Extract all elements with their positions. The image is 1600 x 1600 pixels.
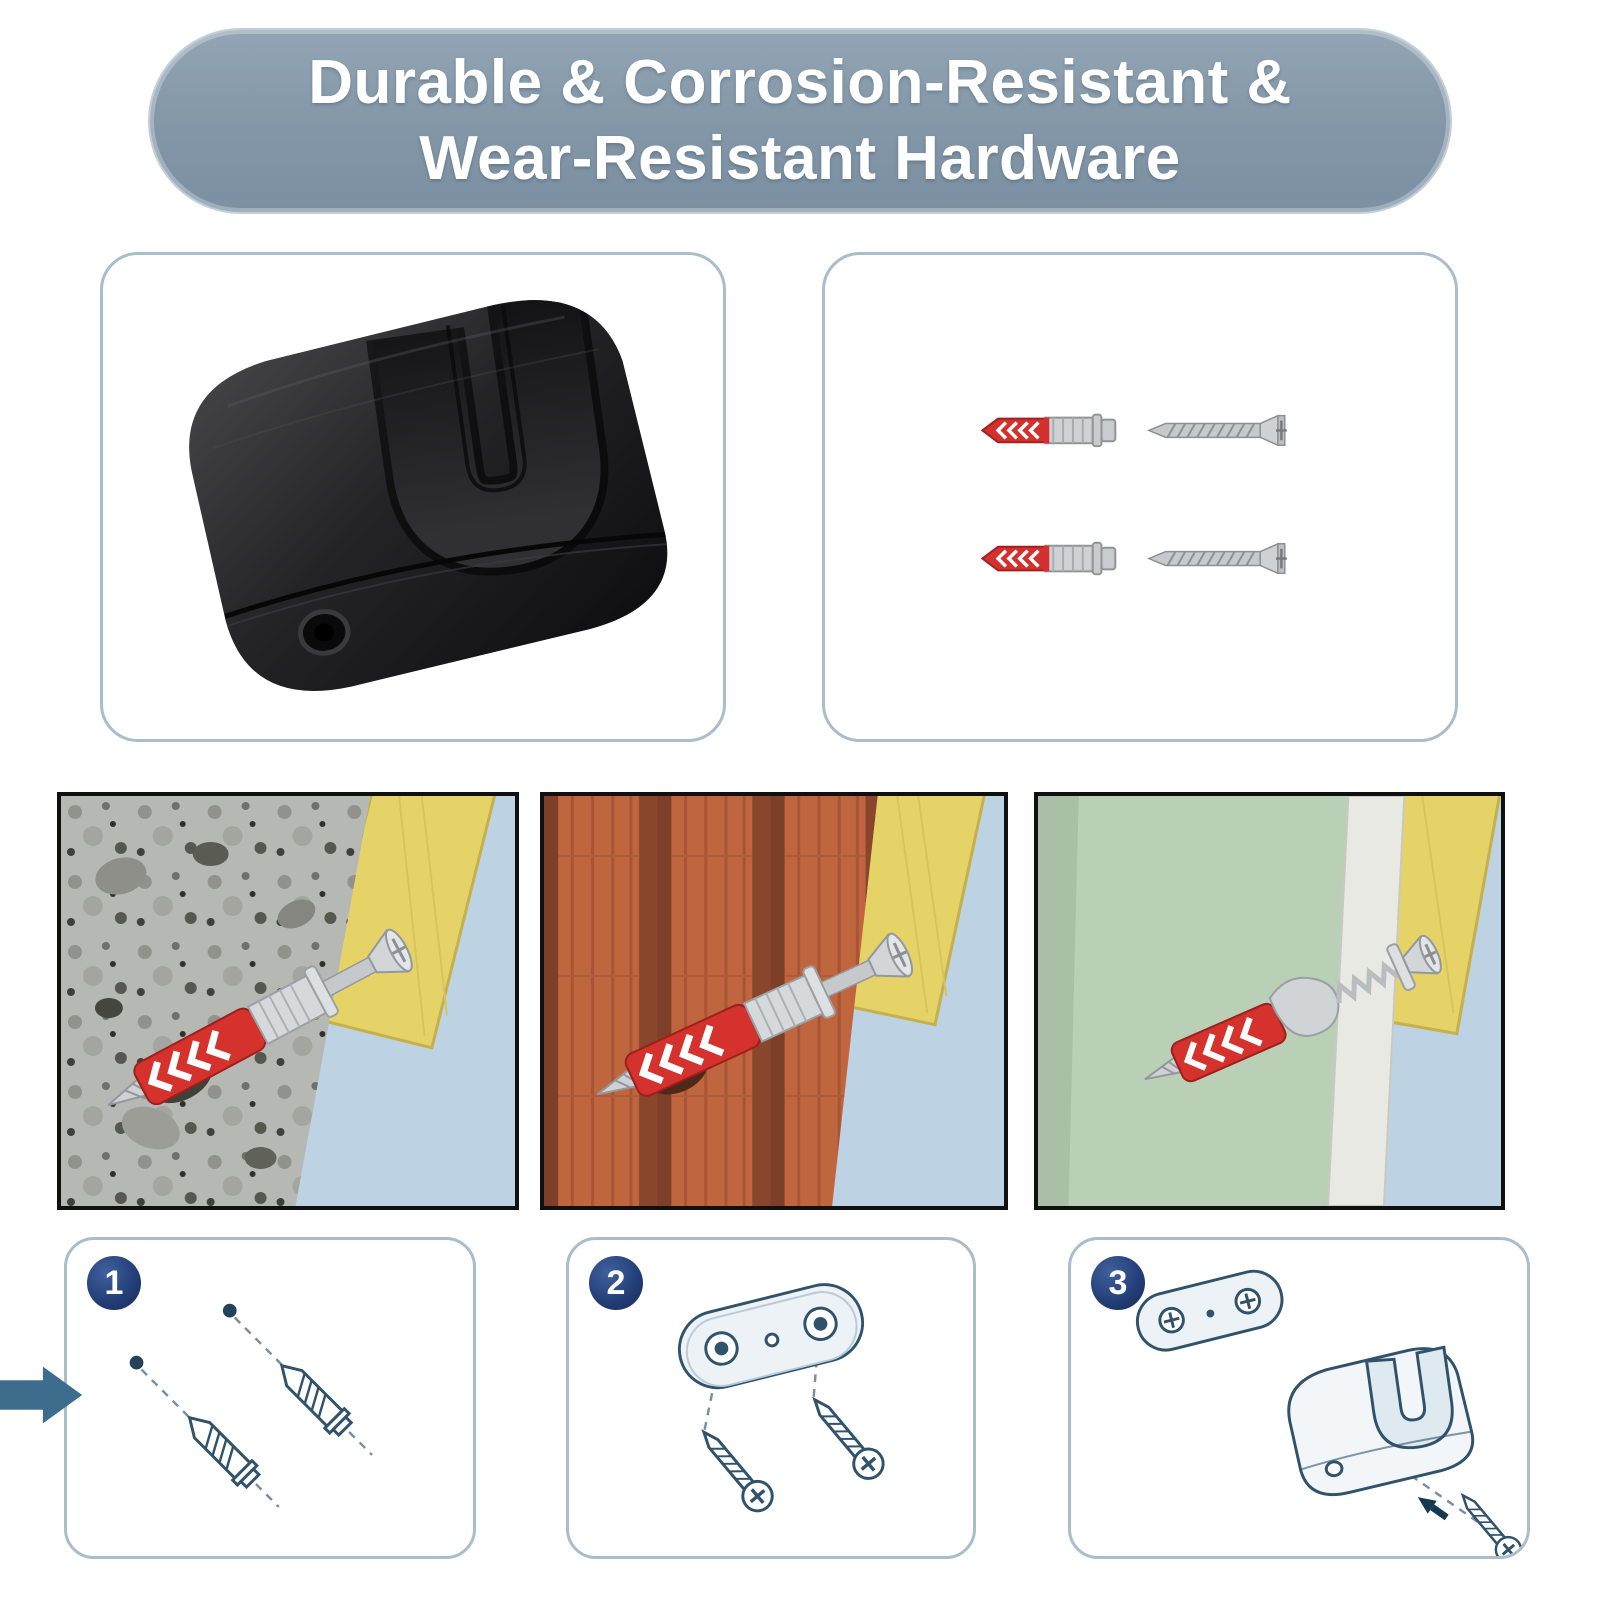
brick-wall	[544, 796, 878, 1206]
step-number: 2	[606, 1263, 626, 1302]
anchor-screw-assembly	[107, 928, 413, 1107]
install-step-2: 2	[566, 1237, 976, 1559]
attach-holder-diagram	[1135, 1269, 1527, 1556]
title-line-2: Wear-Resistant Hardware	[419, 124, 1181, 193]
mounted-plate-outline	[1135, 1269, 1284, 1352]
holder-body	[189, 292, 669, 691]
step-2-art	[569, 1240, 973, 1556]
insert-arrow-icon	[1417, 1497, 1449, 1521]
concrete-install-photo	[57, 792, 519, 1210]
arrow-right-icon	[0, 1362, 82, 1428]
anchor-screw-assembly	[1144, 934, 1442, 1083]
install-step-3: 3	[1068, 1237, 1530, 1559]
anchor-screw-assembly	[596, 932, 914, 1097]
drill-hole-dot	[222, 1303, 237, 1318]
step-1-art	[67, 1240, 473, 1556]
shower-holder-illustration	[189, 292, 669, 691]
brick-anchor-illustration	[544, 796, 1004, 1206]
wall-anchor-outline-icon	[270, 1354, 357, 1441]
step-number-badge: 2	[589, 1256, 643, 1310]
step-number: 1	[104, 1263, 124, 1302]
wall-anchor-icon	[980, 541, 1118, 577]
brick-install-photo	[540, 792, 1008, 1210]
title-line-1: Durable & Corrosion-Resistant &	[308, 48, 1292, 118]
concrete-anchor-illustration	[61, 796, 515, 1206]
shower-holder-card	[100, 252, 726, 742]
drill-hole-dot	[129, 1355, 144, 1370]
screw-icon	[1147, 414, 1289, 447]
step-3-art	[1071, 1240, 1527, 1556]
wall-anchor-outline-icon	[178, 1406, 264, 1493]
screw-outline-icon	[690, 1421, 780, 1519]
drill-and-anchor-diagram	[129, 1303, 373, 1508]
wall-anchor-icon	[980, 412, 1118, 448]
hardware-kit-card	[822, 252, 1458, 742]
holder-outline	[1287, 1345, 1475, 1497]
green-wall-panel	[1038, 796, 1349, 1206]
mount-plate-diagram	[677, 1283, 891, 1519]
step-number: 3	[1108, 1263, 1128, 1302]
hardware-kit-illustration	[980, 412, 1289, 577]
drywall-edge	[1326, 796, 1406, 1206]
screw-icon	[1147, 542, 1289, 575]
screw-outline-icon	[801, 1388, 891, 1487]
step-number-badge: 1	[87, 1256, 141, 1310]
title-banner: Durable & Corrosion-Resistant & Wear-Res…	[150, 30, 1450, 212]
step-number-badge: 3	[1091, 1256, 1145, 1310]
install-step-1: 1	[64, 1237, 476, 1559]
mount-plate-outline	[677, 1283, 865, 1390]
concrete-wall	[61, 796, 371, 1206]
anchor-knot	[1268, 976, 1340, 1037]
screw-outline-icon	[1451, 1485, 1527, 1556]
drywall-install-photo	[1034, 792, 1505, 1210]
drywall-anchor-illustration	[1038, 796, 1501, 1206]
